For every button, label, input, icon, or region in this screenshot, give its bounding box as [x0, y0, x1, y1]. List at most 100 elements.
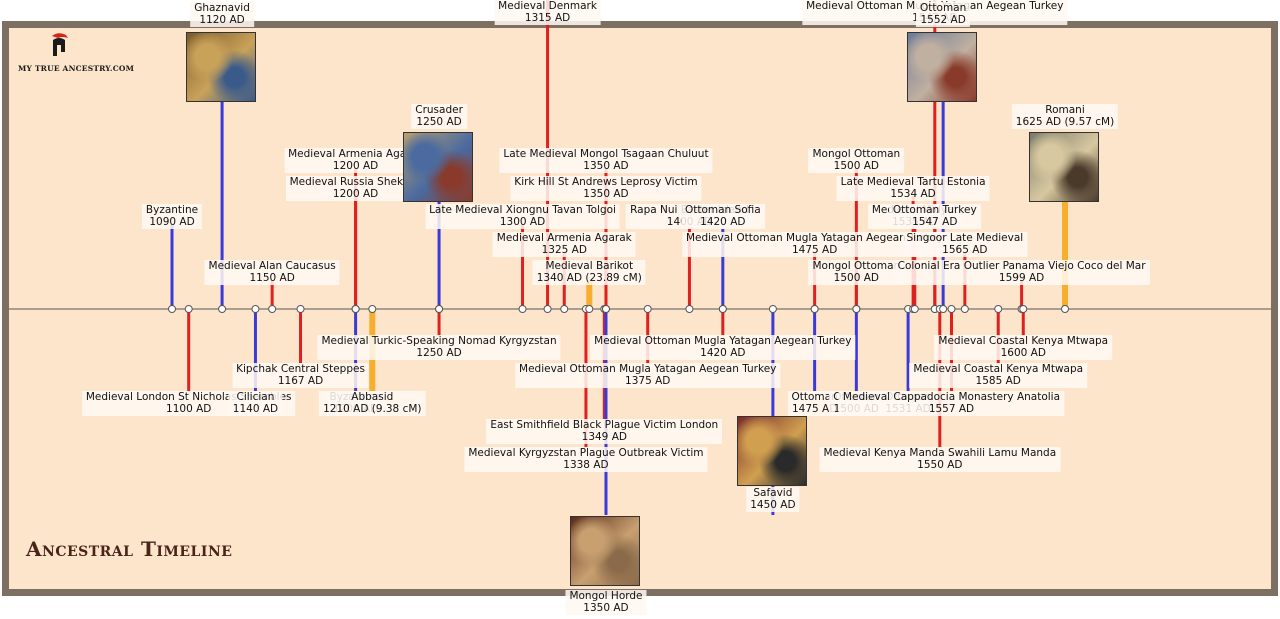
event-label[interactable]: Medieval Ottoman Mugla Yatagan Aegean Tu…	[590, 335, 856, 360]
event-image[interactable]	[403, 132, 474, 202]
event-name: Late Medieval Tartu Estonia	[840, 176, 986, 188]
event-marker[interactable]	[810, 305, 819, 313]
event-date: 1140 AD	[232, 402, 279, 415]
event-image[interactable]	[907, 32, 978, 102]
event-marker[interactable]	[768, 305, 777, 313]
event-date: 1500 AD	[833, 271, 880, 284]
event-name: Medieval Kenya Manda Swahili Lamu Manda	[823, 447, 1057, 459]
event-label[interactable]: East Smithfield Black Plague Victim Lond…	[486, 419, 723, 444]
event-name: Medieval Denmark	[498, 0, 597, 12]
event-image[interactable]	[736, 416, 807, 486]
event-date: 1565 AD	[942, 243, 988, 256]
event-marker[interactable]	[351, 305, 360, 313]
event-marker[interactable]	[368, 305, 377, 313]
event-marker[interactable]	[251, 305, 260, 313]
event-date: 1599 AD	[998, 271, 1045, 284]
event-marker[interactable]	[685, 305, 694, 313]
event-name: Kipchak Central Steppes	[236, 363, 365, 375]
event-marker[interactable]	[643, 305, 652, 313]
event-name: Crusader	[415, 104, 463, 116]
event-marker[interactable]	[543, 305, 552, 313]
event-marker[interactable]	[947, 305, 956, 313]
event-name: Abbasid	[351, 391, 394, 403]
event-marker[interactable]	[184, 305, 193, 313]
event-date: 1250 AD	[416, 115, 462, 128]
event-image[interactable]	[186, 32, 257, 102]
event-date: 1100 AD	[166, 402, 212, 415]
event-marker[interactable]	[1019, 305, 1028, 313]
event-name: Medieval Armenia Agarak	[496, 232, 632, 244]
event-date: 1338 AD	[563, 458, 609, 471]
event-label[interactable]: Colonial Era Outlier Panama Viejo Coco d…	[893, 260, 1150, 285]
event-marker[interactable]	[296, 305, 305, 313]
event-marker[interactable]	[960, 305, 969, 313]
event-marker[interactable]	[268, 305, 277, 313]
event-name: Ottoman	[791, 391, 838, 403]
event-date: 1547 AD	[912, 215, 958, 228]
event-marker[interactable]	[435, 305, 444, 313]
event-name: Medieval Ottoman Mugla Yatagan Aegean Tu…	[519, 363, 777, 375]
event-name: Ottoman	[920, 2, 967, 14]
event-marker[interactable]	[994, 305, 1003, 313]
event-marker[interactable]	[218, 305, 227, 313]
event-image[interactable]	[569, 516, 640, 586]
event-marker[interactable]	[1061, 305, 1069, 313]
event-date: 1350 AD	[583, 601, 629, 614]
event-marker[interactable]	[910, 305, 919, 313]
event-date: 1120 AD	[199, 13, 245, 26]
event-date: 1200 AD	[332, 159, 379, 172]
event-date: 1090 AD	[149, 215, 195, 228]
event-marker[interactable]	[718, 305, 727, 313]
event-image[interactable]	[1029, 132, 1099, 202]
event-date: 1600 AD	[1000, 346, 1046, 359]
event-label[interactable]: Medieval Ottoman Mugla Yatagan Aegean Tu…	[515, 363, 781, 388]
event-name: Ottoman Sofia	[684, 204, 761, 216]
event-marker[interactable]	[852, 305, 861, 313]
event-marker[interactable]	[601, 305, 610, 313]
event-marker[interactable]	[560, 305, 569, 313]
event-marker[interactable]	[939, 305, 948, 313]
event-marker[interactable]	[518, 305, 527, 313]
event-date: 1585 AD	[975, 374, 1021, 387]
event-marker[interactable]	[585, 305, 594, 313]
event-name: Colonial Era Outlier Panama Viejo Coco d…	[897, 260, 1146, 272]
event-name: Medieval Cappadocia Monastery Anatolia	[842, 391, 1061, 403]
event-date: 1325 AD	[541, 243, 587, 256]
event-label[interactable]: Medieval Kyrgyzstan Plague Outbreak Vict…	[464, 447, 708, 472]
brand-logo[interactable]: MY TRUE ANCESTRY.COM	[18, 30, 134, 78]
event-name: Mongol Ottoman	[812, 148, 901, 160]
event-label[interactable]: Medieval Turkic-Speaking Nomad Kyrgyzsta…	[317, 335, 561, 360]
event-date: 1350 AD	[583, 159, 629, 172]
event-name: Singoor Late Medieval	[906, 232, 1024, 244]
event-name: Cilician	[236, 391, 275, 403]
event-marker[interactable]	[168, 305, 176, 313]
